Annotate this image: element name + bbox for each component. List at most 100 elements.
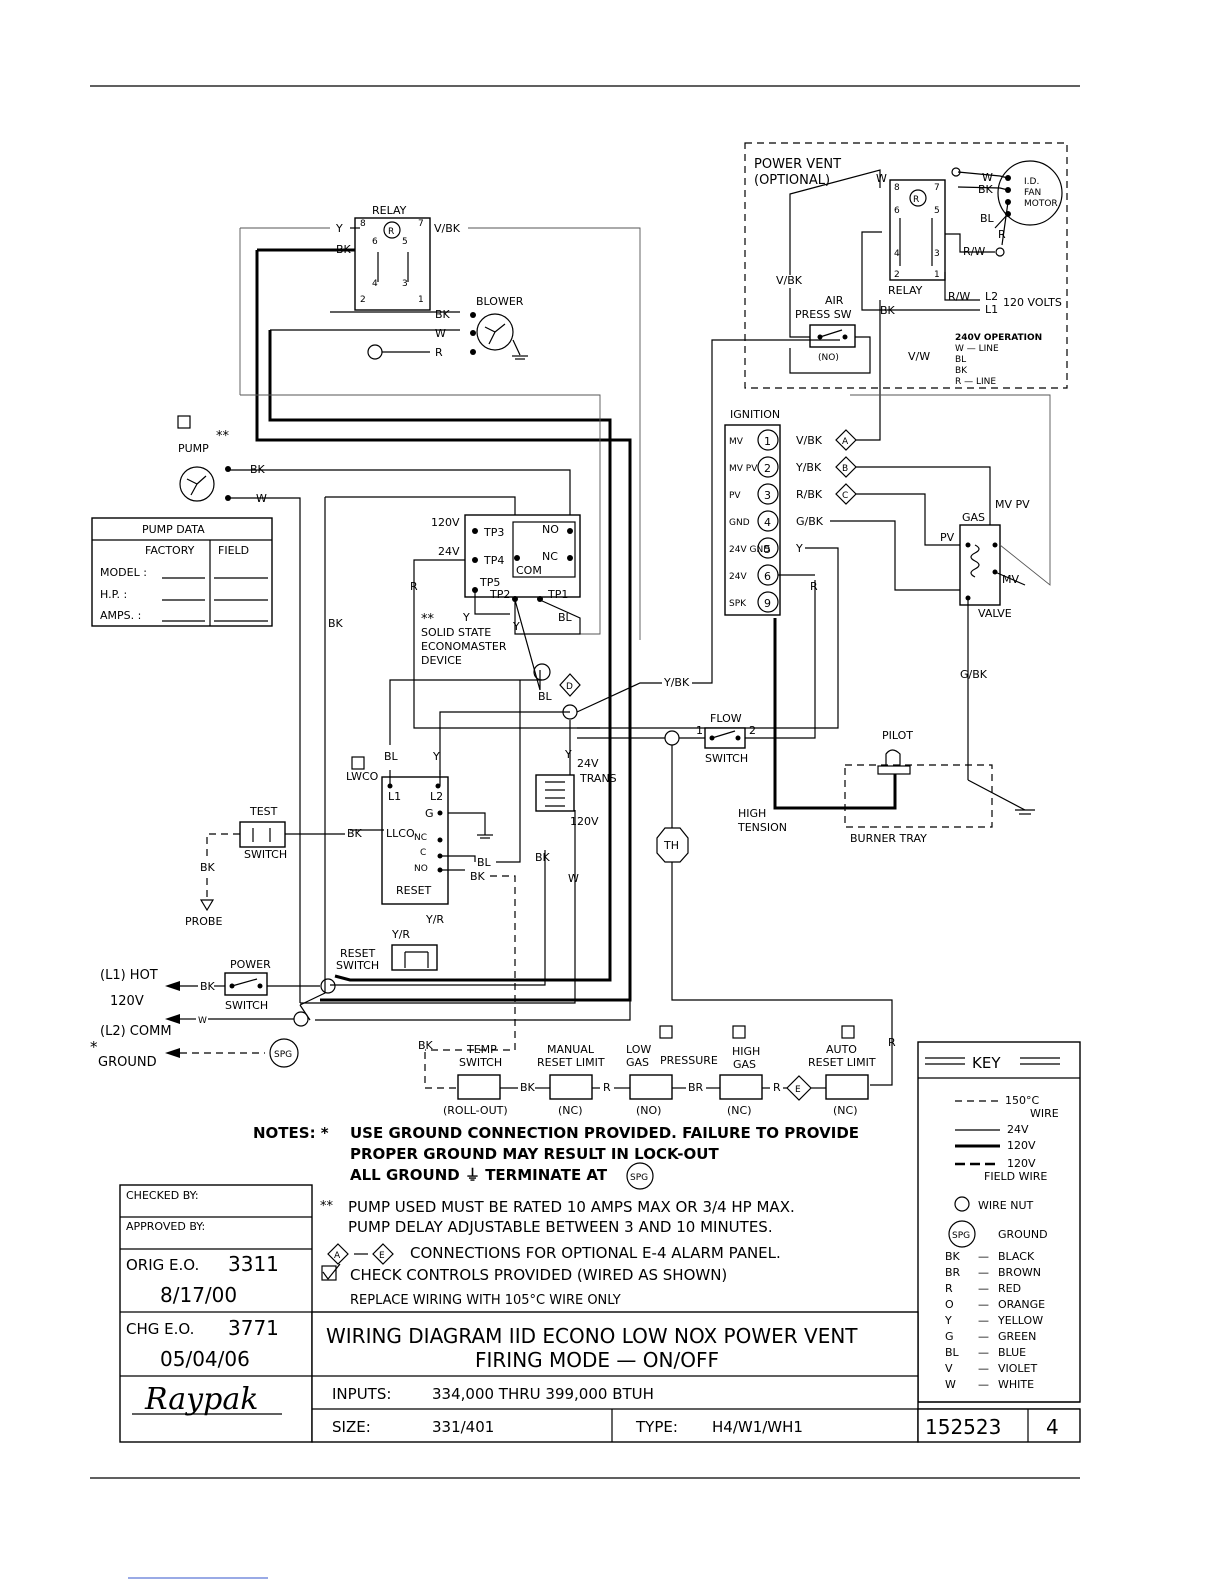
pump-bk-label: BK xyxy=(250,463,266,476)
key-color-name: YELLOW xyxy=(997,1314,1043,1327)
title-main-box xyxy=(311,1311,919,1443)
ignition-wire-label: V/BK xyxy=(796,434,823,447)
key-color-code: BL xyxy=(945,1346,960,1359)
key-spg-icon xyxy=(948,1220,976,1248)
limits-w3: BR xyxy=(688,1081,704,1094)
key-title: KEY xyxy=(972,1054,1001,1072)
low-gas-title-2: GAS xyxy=(626,1056,649,1069)
key-color-name: ORANGE xyxy=(998,1298,1045,1311)
relay-coil-label: R xyxy=(388,227,394,237)
check-box-icon xyxy=(321,1265,337,1281)
key-color-code: BK xyxy=(945,1250,961,1263)
ignition-wire-label: R/BK xyxy=(796,488,823,501)
high-gas-state: (NC) xyxy=(727,1104,752,1117)
relay-pin-2: 2 xyxy=(360,295,366,305)
ignition-terminal xyxy=(757,429,779,451)
pv-120-volts: 120 VOLTS xyxy=(1003,296,1062,309)
blower-icon xyxy=(476,313,514,351)
pv-bl-label: BL xyxy=(980,212,995,225)
key-section: KEY 150°C WIRE 24V 120V 120V FIELD WIRE … xyxy=(917,1041,1081,1403)
air-press-switch xyxy=(809,324,856,348)
relay-section: RELAY R 8 7 6 5 4 3 2 1 Y V/BK BK BLOWER… xyxy=(239,204,641,395)
trans-name: TRANS xyxy=(579,772,617,785)
econo-bk: BK xyxy=(328,617,344,630)
econo-section: 120V TP3 24V TP4 TP5 TP2 TP1 NO NC COM *… xyxy=(328,339,840,775)
probe-label: PROBE xyxy=(185,915,222,928)
th-octagon xyxy=(656,827,689,863)
key-color-code: O xyxy=(945,1298,954,1311)
lwco-title: LWCO xyxy=(346,770,379,783)
lwco-yr2: Y/R xyxy=(425,913,444,926)
manual-title-1: MANUAL xyxy=(547,1043,595,1056)
approved-by: APPROVED BY: xyxy=(126,1220,205,1233)
alarm-tag-label: C xyxy=(842,491,848,501)
key-color-code: W xyxy=(945,1378,956,1391)
auto-title-1: AUTO xyxy=(826,1043,857,1056)
title-block: CHECKED BY: APPROVED BY: ORIG E.O. 3311 … xyxy=(119,1184,1081,1443)
econo-tp2: TP2 xyxy=(489,588,510,601)
power-vent-title: POWER VENT xyxy=(754,157,841,172)
temp-title-1: TEMP xyxy=(466,1043,497,1056)
key-120v: 120V xyxy=(1007,1139,1036,1152)
gas-valve-gbk: G/BK xyxy=(960,668,988,681)
pump-title: PUMP xyxy=(178,442,209,455)
alarm-tag-label: B xyxy=(842,464,848,474)
e-tag xyxy=(786,1075,812,1101)
econo-24v: 24V xyxy=(438,545,460,558)
note1-line1: USE GROUND CONNECTION PROVIDED. FAILURE … xyxy=(350,1124,859,1142)
relay-vbk-label: V/BK xyxy=(434,222,461,235)
gas-valve-pv: PV xyxy=(940,531,955,544)
note4: CHECK CONTROLS PROVIDED (WIRED AS SHOWN) xyxy=(350,1266,727,1284)
econo-tp5: TP5 xyxy=(479,576,500,589)
lwco-bl: BL xyxy=(384,750,399,763)
pump-row-amps: AMPS. : xyxy=(100,609,141,622)
pilot-icon xyxy=(877,765,911,775)
ignition-terminal-label: MV PV xyxy=(729,464,758,474)
relay-pin-8: 8 xyxy=(360,219,366,229)
low-gas-check xyxy=(659,1025,673,1039)
gas-valve-title: GAS xyxy=(962,511,985,524)
pv-pin-5: 5 xyxy=(934,206,940,216)
reset-switch xyxy=(391,944,438,971)
test-title: TEST xyxy=(249,805,278,818)
test-bk: BK xyxy=(200,861,216,874)
key-color-name: BLACK xyxy=(998,1250,1035,1263)
relay-pin-3: 3 xyxy=(402,279,408,289)
checked-by: CHECKED BY: xyxy=(126,1189,199,1202)
econo-tp3: TP3 xyxy=(483,526,504,539)
high-tension-1: HIGH xyxy=(738,807,766,820)
flow-pin1: 1 xyxy=(696,724,703,737)
power-vent-section: POWER VENT (OPTIONAL) I.D. FAN MOTOR W B… xyxy=(744,142,1068,389)
key-color-code: R xyxy=(945,1282,953,1295)
econo-name-2: ECONOMASTER xyxy=(421,640,507,653)
econo-name-1: SOLID STATE xyxy=(421,626,491,639)
note-a-tag xyxy=(327,1243,349,1265)
low-gas-state: (NO) xyxy=(636,1104,661,1117)
lwco-section: LWCO BL Y L1 L2 G LLCO NC C NO RESET BL … xyxy=(336,680,521,1051)
lwco-no: NO xyxy=(414,864,428,874)
key-150c: 150°C xyxy=(1005,1094,1039,1107)
pump-icon xyxy=(179,466,215,502)
limits-w2: R xyxy=(603,1081,611,1094)
auto-title-2: RESET LIMIT xyxy=(808,1056,876,1069)
key-color-dash: — xyxy=(978,1266,989,1279)
blower-bk-label: BK xyxy=(435,308,451,321)
relay-y-label: Y xyxy=(335,222,343,235)
key-color-dash: — xyxy=(978,1250,989,1263)
orig-eo: 3311 xyxy=(228,1252,279,1276)
econo-box xyxy=(464,514,581,598)
e-tag-label: E xyxy=(795,1085,801,1095)
relay-pin-7: 7 xyxy=(418,219,424,229)
lwco-nc: NC xyxy=(414,833,427,843)
econo-tp1: TP1 xyxy=(547,588,568,601)
flow-title: FLOW xyxy=(710,712,742,725)
lwco-bk: BK xyxy=(470,870,486,883)
note5: REPLACE WIRING WITH 105°C WIRE ONLY xyxy=(350,1293,621,1308)
note-spg-icon xyxy=(626,1162,654,1190)
note-e-label: E xyxy=(379,1251,385,1261)
gas-valve-box xyxy=(959,524,1001,606)
burner-tray-label: BURNER TRAY xyxy=(850,832,927,845)
key-color-name: VIOLET xyxy=(998,1362,1038,1375)
